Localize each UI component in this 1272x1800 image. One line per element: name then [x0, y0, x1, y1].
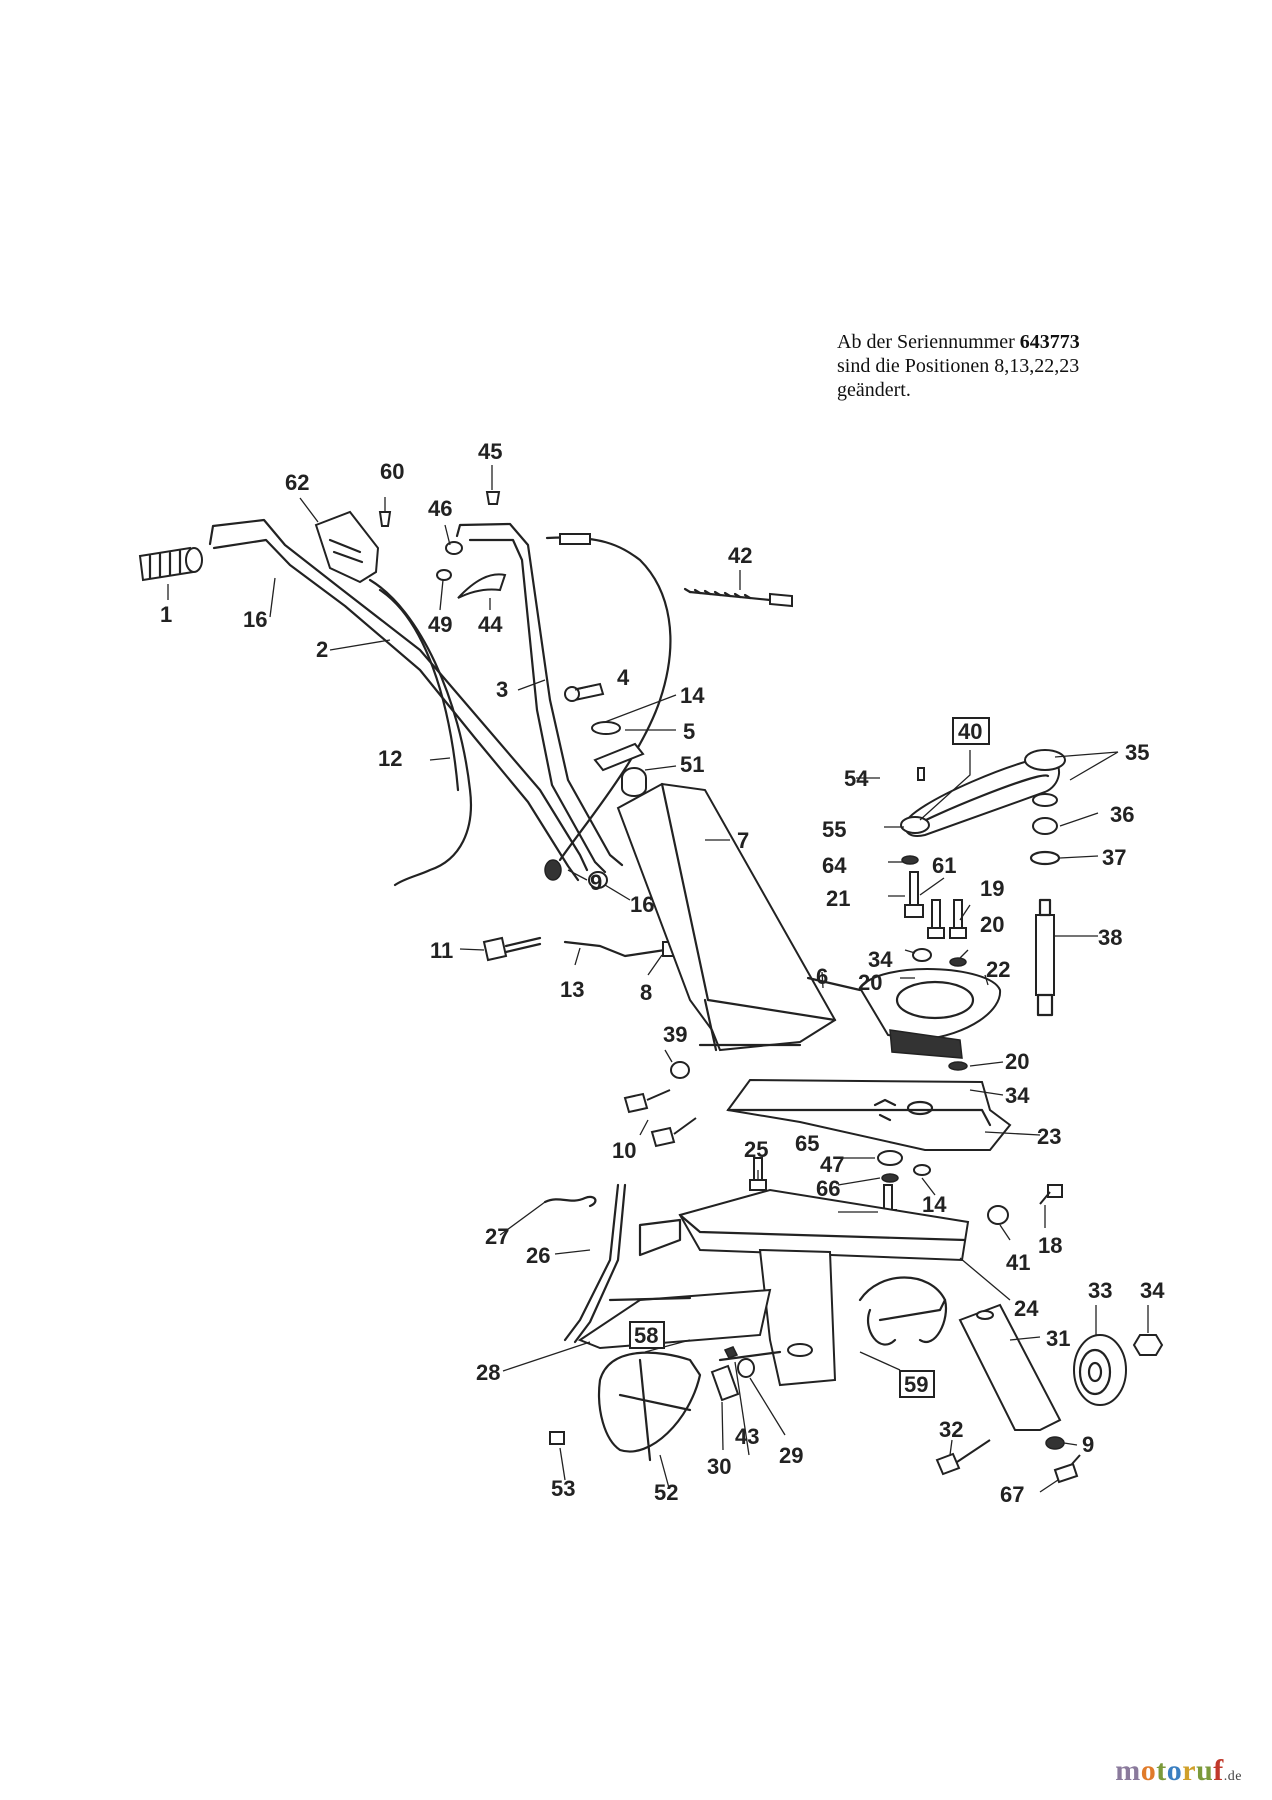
- label-20c: 20: [1005, 1049, 1029, 1074]
- part-labels: 1 16 2 62 60 45 46 49 44 42 3 4 14 5 51 …: [160, 439, 1165, 1507]
- label-62: 62: [285, 470, 309, 495]
- label-7: 7: [737, 828, 749, 853]
- brand-letter: m: [1115, 1754, 1141, 1787]
- label-16: 16: [243, 607, 267, 632]
- label-58: 58: [634, 1323, 658, 1348]
- label-11: 11: [430, 938, 453, 963]
- grip-part: [138, 546, 195, 582]
- label-60: 60: [380, 459, 404, 484]
- label-45: 45: [478, 439, 502, 464]
- column-tube: [616, 782, 862, 1052]
- label-31: 31: [1046, 1326, 1070, 1351]
- label-9: 9: [590, 870, 602, 895]
- label-32: 32: [939, 1417, 963, 1442]
- mount-plate: [858, 968, 1002, 1042]
- label-66: 66: [816, 1176, 840, 1201]
- label-21: 21: [826, 886, 850, 911]
- label-30: 30: [707, 1454, 731, 1479]
- label-52: 52: [654, 1480, 678, 1505]
- label-47: 47: [820, 1152, 844, 1177]
- brand-letter: r: [1182, 1754, 1197, 1787]
- label-42: 42: [728, 543, 752, 568]
- label-10: 10: [612, 1138, 636, 1163]
- label-24: 24: [1014, 1296, 1039, 1321]
- label-16b: 16: [630, 892, 654, 917]
- label-51: 51: [680, 752, 704, 777]
- brand-wordmark: motoruf: [1115, 1754, 1224, 1787]
- label-54: 54: [844, 766, 869, 791]
- label-23: 23: [1037, 1124, 1061, 1149]
- cable: [368, 578, 472, 887]
- label-26: 26: [526, 1243, 550, 1268]
- label-9b: 9: [1082, 1432, 1094, 1457]
- label-41: 41: [1006, 1250, 1030, 1275]
- label-46: 46: [428, 496, 452, 521]
- label-8: 8: [640, 980, 652, 1005]
- label-61: 61: [932, 853, 956, 878]
- label-14b: 14: [922, 1192, 947, 1217]
- note-line3: geändert.: [837, 379, 911, 401]
- belt-drive: [858, 749, 1066, 1095]
- brand-letter: o: [1140, 1754, 1157, 1787]
- handlebar-left: [208, 518, 589, 872]
- note-line2: sind die Positionen 8,13,22,23: [837, 355, 1080, 377]
- label-67: 67: [1000, 1482, 1024, 1507]
- label-34b: 34: [1005, 1083, 1030, 1108]
- label-5: 5: [683, 719, 695, 744]
- label-28: 28: [476, 1360, 500, 1385]
- label-19: 19: [980, 876, 1004, 901]
- handlebar-right: [455, 522, 624, 867]
- label-43: 43: [735, 1424, 759, 1449]
- label-55: 55: [822, 817, 846, 842]
- frame-and-tines: [543, 1061, 1164, 1484]
- brand-logo: motoruf.de: [1115, 1754, 1242, 1788]
- label-13: 13: [560, 977, 584, 1002]
- brand-tld: .de: [1223, 1769, 1242, 1784]
- handle-assembly: [138, 491, 793, 962]
- label-59: 59: [904, 1372, 928, 1397]
- label-53: 53: [551, 1476, 575, 1501]
- label-12: 12: [378, 746, 402, 771]
- label-36: 36: [1110, 802, 1134, 827]
- brand-letter: u: [1196, 1754, 1214, 1787]
- label-20: 20: [980, 912, 1004, 937]
- label-35: 35: [1125, 740, 1149, 765]
- label-3: 3: [496, 677, 508, 702]
- label-38: 38: [1098, 925, 1122, 950]
- label-27: 27: [485, 1224, 509, 1249]
- label-1: 1: [160, 602, 172, 627]
- brand-letter: f: [1213, 1754, 1224, 1787]
- note-serial: 643773: [1019, 331, 1080, 353]
- serial-change-note: Ab der Seriennummer 643773 sind die Posi…: [837, 330, 1137, 402]
- note-prefix: Ab der Seriennummer: [837, 331, 1015, 353]
- label-29: 29: [779, 1443, 803, 1468]
- frame-plate: [726, 1078, 1012, 1151]
- label-37: 37: [1102, 845, 1126, 870]
- brand-letter: o: [1166, 1754, 1183, 1787]
- label-33: 33: [1088, 1278, 1112, 1303]
- label-20b: 20: [858, 970, 882, 995]
- brand-letter: t: [1156, 1754, 1167, 1787]
- label-4: 4: [617, 665, 630, 690]
- label-40: 40: [958, 719, 982, 744]
- label-34: 34: [868, 947, 893, 972]
- label-49: 49: [428, 612, 452, 637]
- label-64: 64: [822, 853, 847, 878]
- label-14: 14: [680, 683, 705, 708]
- label-2: 2: [316, 637, 328, 662]
- label-22: 22: [986, 957, 1010, 982]
- leader-lines: [167, 465, 1149, 1493]
- label-25: 25: [744, 1137, 768, 1162]
- label-18: 18: [1038, 1233, 1062, 1258]
- label-34c: 34: [1140, 1278, 1165, 1303]
- label-65: 65: [795, 1131, 819, 1156]
- label-39: 39: [663, 1022, 687, 1047]
- label-6: 6: [816, 964, 828, 989]
- label-44: 44: [478, 612, 503, 637]
